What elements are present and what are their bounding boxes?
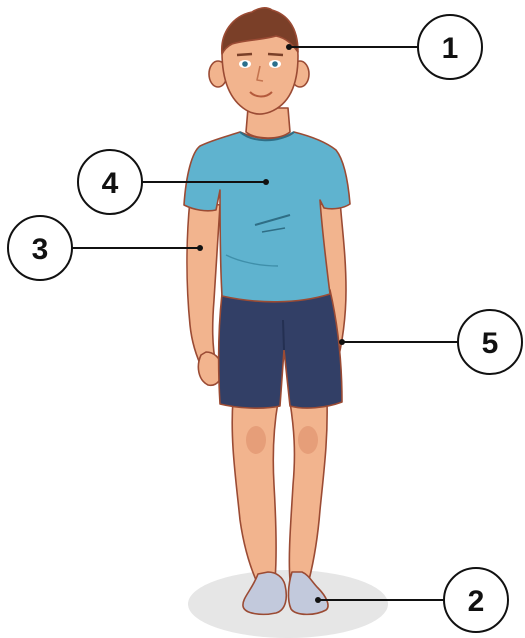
callout-number-4: 4	[102, 167, 119, 200]
boy-figure	[184, 8, 350, 615]
floor-shadow	[188, 570, 388, 638]
callout-dot-1	[286, 44, 292, 50]
callout-dot-2	[315, 597, 321, 603]
callout-1: 1	[418, 15, 482, 79]
left-pupil	[272, 61, 278, 67]
callout-number-3: 3	[32, 233, 49, 266]
right-pupil	[242, 61, 248, 67]
callout-number-1: 1	[442, 32, 459, 65]
callout-dot-3	[197, 245, 203, 251]
shorts-crease	[283, 320, 284, 350]
callout-5: 5	[458, 310, 522, 374]
callout-dot-5	[339, 339, 345, 345]
callout-4: 4	[78, 150, 142, 214]
callout-dot-4	[263, 179, 269, 185]
shorts	[219, 290, 342, 408]
callout-3: 3	[8, 216, 72, 280]
left-knee-shade	[298, 426, 318, 454]
callout-number-5: 5	[482, 327, 499, 360]
callout-2: 2	[444, 568, 508, 632]
right-eyebrow	[237, 54, 252, 55]
right-arm	[187, 200, 220, 370]
right-knee-shade	[246, 426, 266, 454]
callout-number-2: 2	[468, 585, 485, 618]
left-eyebrow	[268, 54, 283, 55]
